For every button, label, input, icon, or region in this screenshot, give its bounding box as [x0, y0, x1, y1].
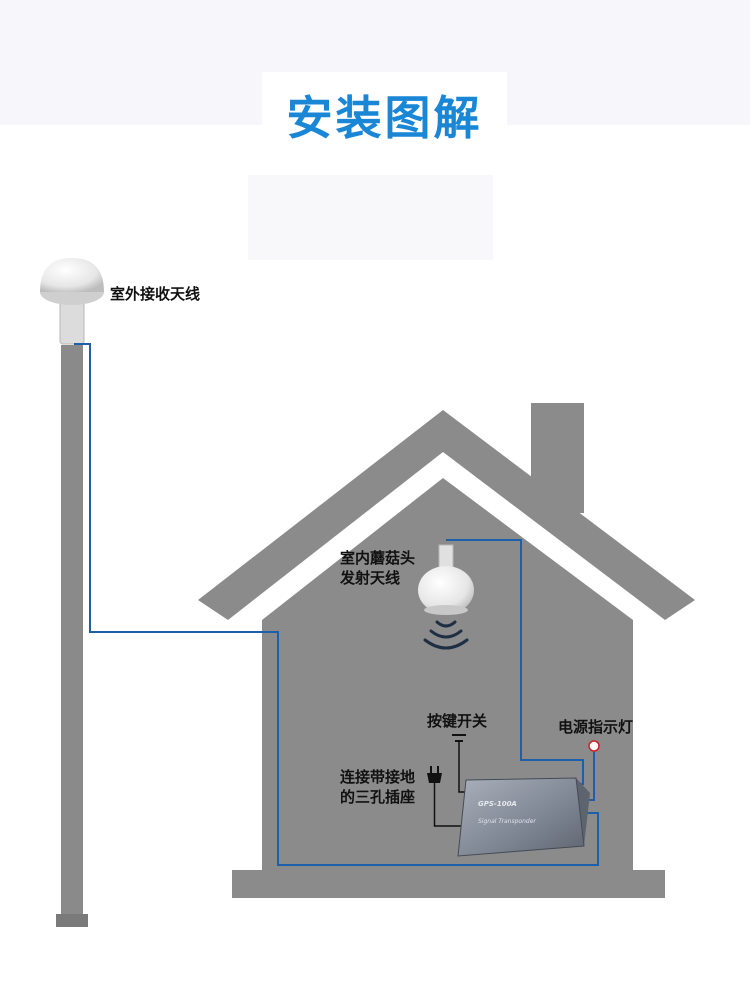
ground-socket-label-line2: 的三孔插座	[340, 788, 416, 806]
indoor-cable	[446, 539, 584, 785]
antenna-pole	[61, 345, 83, 915]
house-foundation	[232, 870, 665, 898]
power-indicator-label: 电源指示灯	[558, 718, 634, 736]
outdoor-antenna-label: 室外接收天线	[110, 285, 201, 303]
house-roof	[198, 410, 695, 620]
ground-plug-icon	[427, 766, 462, 827]
title-card	[262, 72, 507, 154]
power-indicator-icon	[588, 740, 600, 752]
indoor-antenna	[418, 544, 474, 615]
house	[198, 403, 695, 898]
indoor-antenna-label-line1: 室内蘑菇头	[340, 549, 416, 567]
outdoor-antenna	[40, 258, 104, 345]
signal-waves-icon	[423, 620, 469, 650]
key-switch-icon	[452, 734, 466, 793]
decorative-panel	[248, 175, 493, 260]
device-model-label: GPS-100A	[478, 800, 517, 808]
ground-socket-label-line1: 连接带接地	[340, 768, 416, 786]
key-switch-label: 按键开关	[427, 712, 488, 730]
page-title: 安装图解	[286, 91, 483, 145]
house-wall	[262, 478, 633, 870]
signal-transponder-device: GPS-100A Signal Transponder	[457, 777, 590, 857]
pole-base	[56, 914, 88, 927]
outdoor-cable	[74, 343, 599, 866]
indoor-antenna-label-line2: 发射天线	[340, 569, 401, 587]
device-subtitle-label: Signal Transponder	[478, 818, 536, 825]
